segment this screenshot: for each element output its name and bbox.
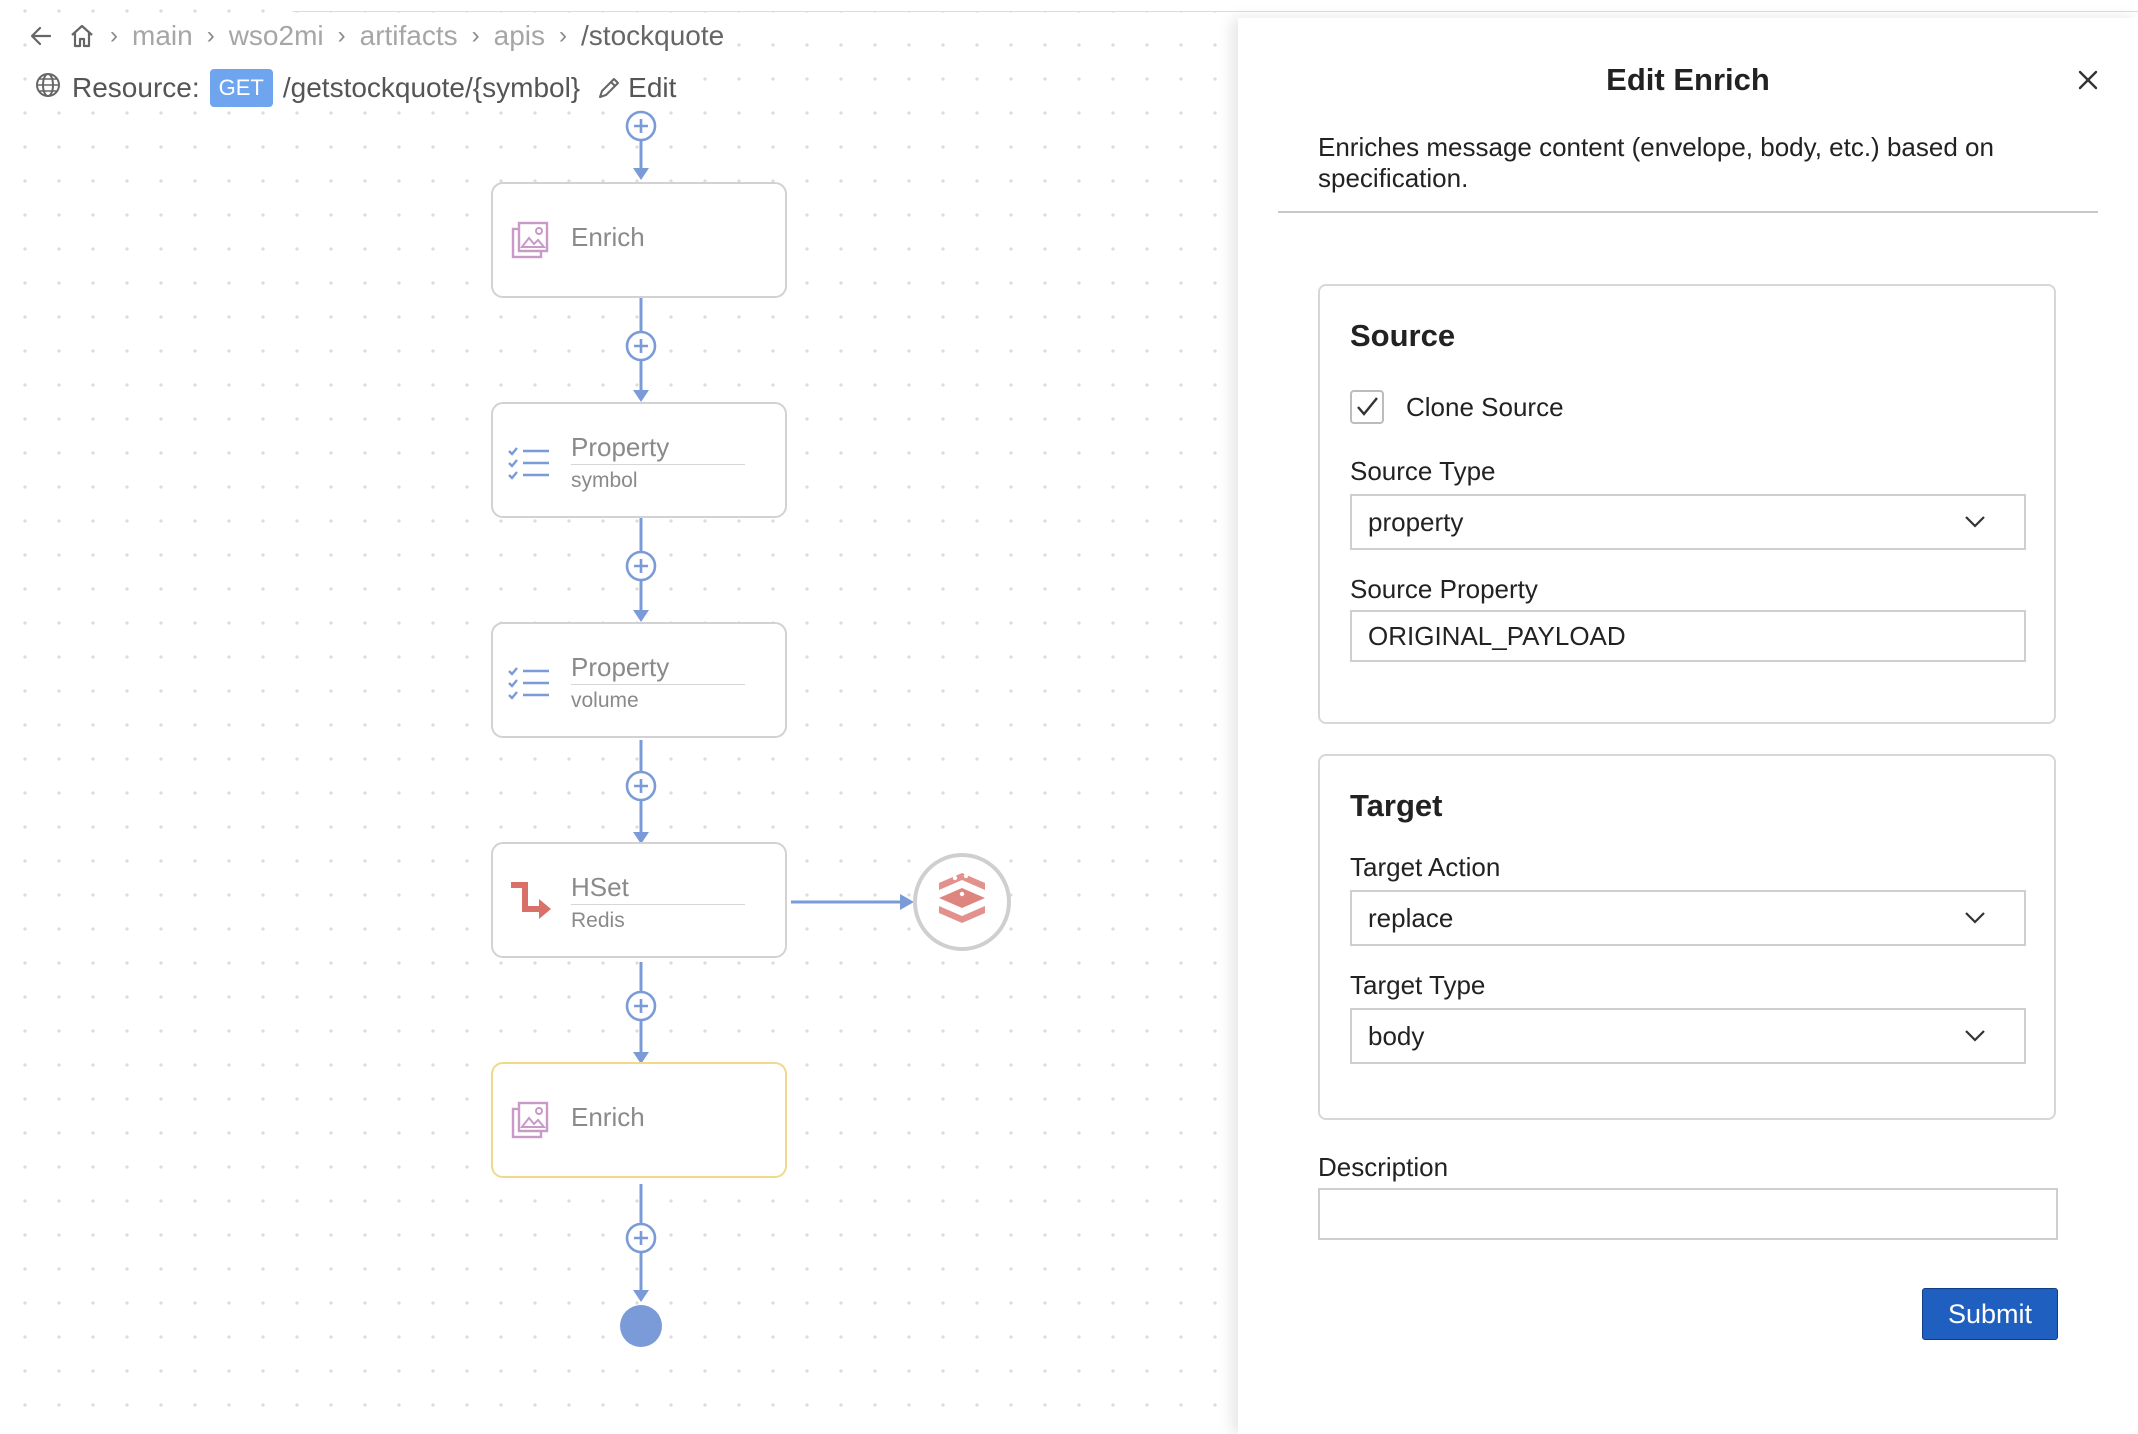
breadcrumb-item-wso2mi[interactable]: wso2mi — [228, 20, 324, 51]
source-property-label: Source Property — [1350, 574, 1538, 604]
clone-source-checkbox[interactable] — [1350, 390, 1384, 424]
edit-label: Edit — [628, 72, 677, 103]
source-property-input[interactable]: ORIGINAL_PAYLOAD — [1350, 610, 2026, 662]
source-property-value: ORIGINAL_PAYLOAD — [1368, 620, 1626, 651]
node-divider — [571, 464, 745, 465]
source-type-select[interactable]: property — [1350, 494, 2026, 550]
node-title: HSet — [571, 872, 629, 902]
breadcrumb-item-artifacts[interactable]: artifacts — [359, 20, 458, 51]
description-label: Description — [1318, 1152, 1449, 1182]
clone-source-label[interactable]: Clone Source — [1406, 392, 1564, 422]
target-type-label: Target Type — [1350, 970, 1486, 1000]
divider — [1278, 211, 2098, 213]
chevron-right-icon: › — [206, 22, 215, 49]
redis-arrow-icon — [511, 882, 551, 919]
flow-connectors — [620, 110, 1011, 1347]
source-type-value: property — [1368, 506, 1464, 537]
chevron-down-icon — [1965, 516, 1985, 528]
edit-enrich-panel: Edit Enrich Enriches message content (en… — [1238, 18, 2138, 1434]
property-list-icon — [508, 447, 549, 480]
node-divider — [571, 684, 745, 685]
end-node — [620, 1305, 662, 1347]
node-divider — [571, 904, 745, 905]
breadcrumb-item-main[interactable]: main — [132, 20, 193, 51]
target-action-select[interactable]: replace — [1350, 890, 2026, 946]
description-input[interactable] — [1318, 1188, 2058, 1240]
target-heading: Target — [1350, 788, 1443, 823]
panel-title: Edit Enrich — [1606, 62, 1770, 97]
add-step-icons — [625, 110, 657, 1254]
resource-path: /getstockquote/{symbol} — [282, 72, 581, 103]
chevron-right-icon: › — [337, 22, 346, 49]
node-title: Enrich — [571, 1102, 645, 1132]
home-icon[interactable] — [68, 22, 96, 50]
property-node-symbol[interactable]: Property symbol — [491, 402, 787, 518]
breadcrumb-item-apis[interactable]: apis — [493, 20, 546, 51]
chevron-down-icon — [1965, 912, 1985, 924]
node-subtitle: symbol — [571, 469, 638, 492]
node-title: Enrich — [571, 222, 645, 252]
property-list-icon — [508, 667, 549, 700]
source-heading: Source — [1350, 318, 1456, 353]
breadcrumb: › main › wso2mi › artifacts › apis › /st… — [28, 14, 725, 58]
resource-bar: Resource: GET /getstockquote/{symbol} Ed… — [34, 66, 683, 110]
node-title: Property — [571, 652, 670, 682]
node-subtitle: Redis — [571, 909, 625, 932]
enrich-node-selected[interactable]: Enrich — [491, 1062, 787, 1178]
target-action-label: Target Action — [1350, 852, 1501, 882]
globe-icon — [34, 71, 62, 106]
source-type-label: Source Type — [1350, 456, 1496, 486]
enrich-icon — [511, 1101, 549, 1139]
enrich-icon — [511, 221, 549, 259]
chevron-down-icon — [1965, 1030, 1985, 1042]
property-node-volume[interactable]: Property volume — [491, 622, 787, 738]
source-section: Source Clone Source Source Type property… — [1318, 284, 2056, 724]
back-arrow-icon[interactable] — [28, 23, 54, 49]
checkmark-icon — [1357, 397, 1378, 416]
resource-label: Resource: — [72, 72, 200, 103]
panel-description: Enriches message content (envelope, body… — [1318, 132, 1994, 193]
redis-connection-icon — [913, 853, 1011, 951]
pencil-icon — [599, 78, 620, 98]
hset-redis-node[interactable]: HSet Redis — [491, 842, 787, 958]
chevron-right-icon: › — [471, 22, 480, 49]
method-badge: GET — [209, 69, 273, 107]
enrich-node[interactable]: Enrich — [491, 182, 787, 298]
submit-button[interactable]: Submit — [1922, 1288, 2058, 1340]
chevron-right-icon: › — [110, 22, 118, 49]
chevron-right-icon: › — [559, 22, 568, 49]
top-border — [293, 0, 2138, 12]
node-subtitle: volume — [571, 689, 639, 712]
breadcrumb-item-current: /stockquote — [581, 20, 725, 51]
node-title: Property — [571, 432, 670, 462]
target-action-value: replace — [1368, 902, 1454, 933]
close-icon[interactable] — [2074, 66, 2102, 94]
target-type-value: body — [1368, 1020, 1425, 1051]
target-type-select[interactable]: body — [1350, 1008, 2026, 1064]
edit-resource-button[interactable]: Edit — [596, 72, 676, 104]
target-section: Target Target Action replace Target Type… — [1318, 754, 2056, 1120]
